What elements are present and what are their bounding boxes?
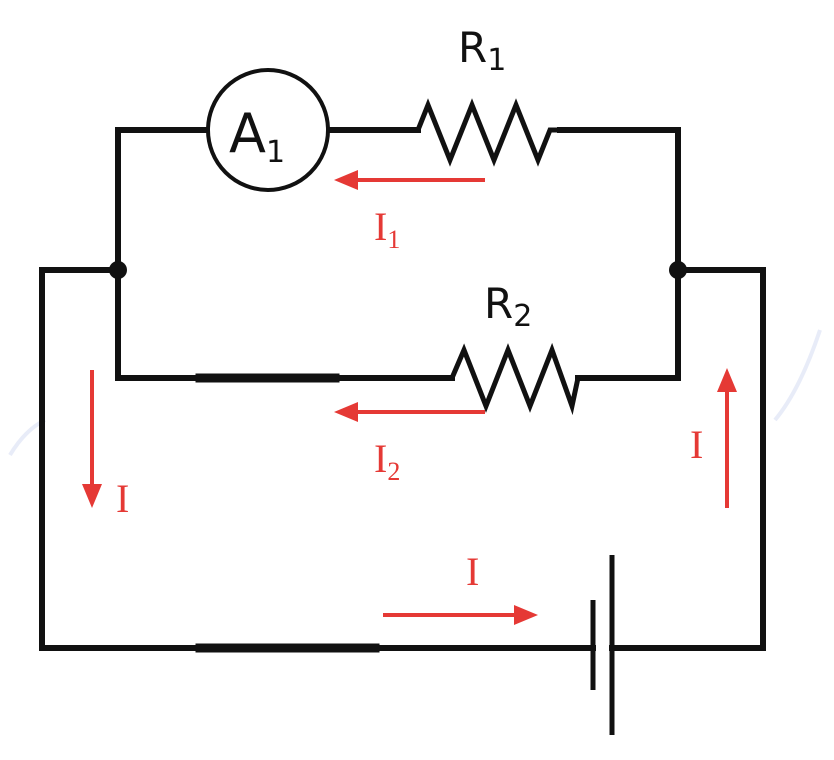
- resistor-r2-zigzag: [449, 342, 581, 416]
- current-i-right: I: [690, 368, 737, 508]
- current-i-left-arrowhead: [82, 484, 102, 508]
- current-i-left-label: I: [116, 476, 129, 521]
- current-i2: I2: [334, 402, 485, 486]
- resistor-r2: R2: [449, 279, 581, 416]
- current-i1: I1: [334, 170, 485, 254]
- resistor-r1: R1: [415, 23, 560, 167]
- current-i2-label: I2: [374, 436, 400, 486]
- junction-right: [669, 261, 687, 279]
- branch2-wire: [115, 267, 681, 381]
- battery: [590, 555, 615, 735]
- current-i-bottom: I: [383, 549, 538, 625]
- resistor-r1-label: R1: [458, 23, 506, 78]
- branch1-wire: [115, 127, 681, 273]
- resistor-r1-zigzag: [415, 98, 560, 167]
- current-i-bottom-arrowhead: [514, 605, 538, 625]
- outer-loop-wire: [39, 267, 766, 651]
- resistor-r2-label: R2: [484, 279, 532, 334]
- current-i1-arrowhead: [334, 170, 358, 190]
- junction-left: [109, 261, 127, 279]
- current-i1-label: I1: [374, 204, 400, 254]
- ammeter-circle: [206, 68, 330, 192]
- current-i-right-arrowhead: [717, 368, 737, 392]
- current-i-bottom-label: I: [466, 549, 479, 594]
- ammeter-a1: A1: [206, 68, 330, 192]
- ammeter-label: A1: [229, 102, 285, 170]
- current-i2-arrowhead: [334, 402, 358, 422]
- current-i-left: I: [82, 370, 129, 521]
- current-i-right-label: I: [690, 422, 703, 467]
